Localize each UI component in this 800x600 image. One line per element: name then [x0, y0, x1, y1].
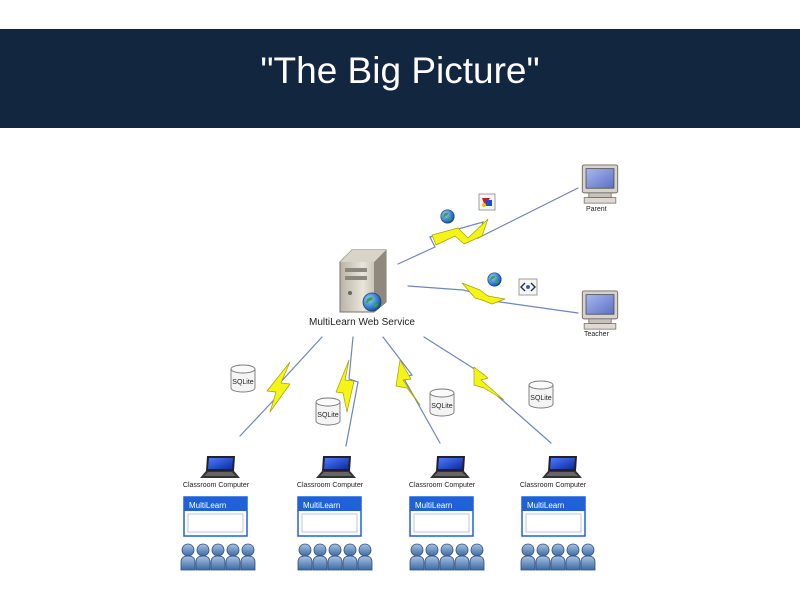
teacher-label: Teacher	[584, 331, 610, 338]
database-label: SQLite	[530, 395, 552, 402]
users-group-icon	[520, 543, 596, 571]
lightning-bolt-classroom-1	[266, 361, 291, 413]
title-bar	[0, 29, 800, 128]
slide-title: "The Big Picture"	[260, 50, 540, 91]
classroom-computer-label: Classroom Computer	[520, 482, 587, 489]
users-group-icon	[409, 543, 485, 571]
lightning-bolt-teacher	[461, 282, 506, 305]
users-group-icon	[180, 543, 256, 571]
multilearn-app-title: MultiLearn	[527, 501, 564, 510]
lightning-bolt-classroom-3	[395, 359, 421, 406]
users-group-icon	[297, 543, 373, 571]
lightning-bolt-classroom-2	[335, 359, 355, 413]
multilearn-app-title: MultiLearn	[415, 501, 452, 510]
adobe-pdf-icon	[478, 193, 496, 211]
server-icon	[339, 249, 387, 313]
database-label: SQLite	[431, 403, 453, 410]
parent-label: Parent	[586, 206, 607, 213]
database-3: SQLite	[429, 388, 455, 417]
code-tag-icon	[518, 278, 538, 296]
database-1: SQLite	[230, 364, 256, 393]
classroom-computer-label: Classroom Computer	[183, 482, 250, 489]
lightning-bolts	[266, 218, 506, 413]
classroom-3: Classroom Computer MultiLearn	[409, 456, 485, 571]
server-label: MultiLearn Web Service	[309, 317, 415, 328]
database-2: SQLite	[315, 397, 341, 426]
classroom-computer-label: Classroom Computer	[297, 482, 364, 489]
database-4: SQLite	[528, 380, 554, 409]
lightning-bolt-parent	[431, 218, 489, 246]
monitor-icon	[581, 290, 619, 330]
lightning-bolt-classroom-4	[473, 366, 505, 401]
globe-icon	[440, 209, 455, 224]
laptop-icon	[542, 456, 582, 478]
globe-icon	[362, 292, 382, 312]
multilearn-app-title: MultiLearn	[303, 501, 340, 510]
classroom-4: Classroom Computer MultiLearn	[520, 456, 596, 571]
database-label: SQLite	[232, 379, 254, 386]
monitor-icon	[581, 164, 619, 204]
multilearn-app-title: MultiLearn	[189, 501, 226, 510]
classroom-computer-label: Classroom Computer	[409, 482, 476, 489]
classroom-2: Classroom Computer MultiLearn	[297, 456, 373, 571]
laptop-icon	[200, 456, 240, 478]
classroom-1: Classroom Computer MultiLearn	[180, 456, 256, 571]
database-label: SQLite	[317, 412, 339, 419]
laptop-icon	[430, 456, 470, 478]
laptop-icon	[316, 456, 356, 478]
globe-icon	[487, 272, 502, 287]
